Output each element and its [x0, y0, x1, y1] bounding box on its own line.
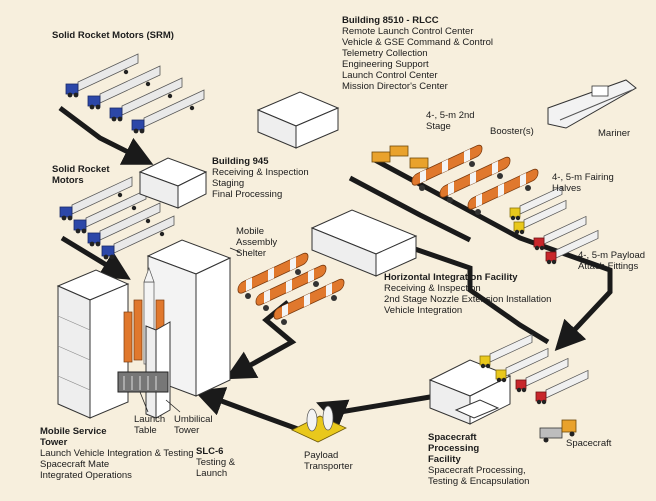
- building-8510-line: Vehicle & GSE Command & Control: [342, 37, 494, 48]
- label-mobile-service-tower: Mobile Service Tower Launch Vehicle Inte…: [40, 426, 194, 481]
- hif-line: 2nd Stage Nozzle Extension Installation: [384, 294, 552, 305]
- umbilical-tower: [145, 321, 171, 419]
- mst-line: Spacecraft Mate: [40, 459, 110, 470]
- label-spacecraft: Spacecraft: [566, 438, 612, 449]
- stage-and-booster-transporters: [371, 142, 539, 216]
- arrow-hardware-to-spf: [373, 157, 613, 351]
- label-second-stage: 4-, 5-m 2nd Stage: [426, 110, 475, 132]
- label-mariner: Mariner: [598, 128, 631, 139]
- label-spacecraft-processing: Spacecraft Processing Facility Spacecraf…: [428, 432, 529, 487]
- arrow-stage-to-hif: [348, 175, 472, 243]
- building-8510-line: Mission Director's Center: [342, 81, 448, 92]
- arrow-srm-to-mst: [60, 235, 131, 280]
- label-srm-top: Solid Rocket Motors (SRM): [52, 30, 174, 41]
- mst-line: Launch Vehicle Integration & Testing: [40, 448, 194, 459]
- label-mobile-assembly-shelter: Mobile Assembly Shelter: [236, 226, 278, 259]
- label-payload-attach: 4-, 5-m Payload Attach Fittings: [578, 250, 646, 272]
- building-8510-line: Remote Launch Control Center: [342, 26, 474, 37]
- label-umbilical-tower: Umbilical Tower: [174, 414, 213, 436]
- building-8510-title: Building 8510 - RLCC: [342, 15, 439, 26]
- slc6-line: Testing &: [196, 457, 236, 468]
- mobile-service-tower: [56, 269, 130, 419]
- slc6-title: SLC-6: [196, 446, 224, 457]
- spacecraft-processing-facility: [428, 359, 512, 425]
- building-945: [138, 157, 208, 209]
- building-945-title: Building 945: [212, 156, 269, 167]
- arrow-srm-to-bldg945: [58, 106, 154, 165]
- building-8510-line: Engineering Support: [342, 59, 429, 70]
- spf-line: Spacecraft Processing,: [428, 465, 526, 476]
- label-hif: Horizontal Integration Facility Receivin…: [384, 272, 551, 316]
- label-fairing: 4-, 5-m Fairing Halves: [552, 172, 614, 194]
- label-building-8510: Building 8510 - RLCC Remote Launch Contr…: [342, 15, 493, 92]
- building-8510: [256, 91, 340, 149]
- label-boosters: Booster(s): [490, 126, 534, 137]
- spf-line: Testing & Encapsulation: [428, 476, 530, 487]
- arrow-spf-to-transporter: [316, 393, 437, 428]
- second-stage-trucks: [371, 145, 429, 169]
- horizontal-integration-facility: [237, 209, 418, 326]
- mst-line: Integrated Operations: [40, 470, 132, 481]
- building-8510-line: Telemetry Collection: [342, 48, 428, 59]
- label-srm-mid: Solid Rocket Motors: [52, 164, 110, 186]
- mst-title: Mobile Service Tower: [40, 426, 107, 448]
- building-945-line: Receiving & Inspection: [212, 167, 309, 178]
- arrow-hif-route: [411, 245, 550, 345]
- building-8510-line: Launch Control Center: [342, 70, 438, 81]
- srm-trucks-top: [65, 53, 205, 134]
- launch-table: [117, 371, 169, 393]
- building-945-line: Staging: [212, 178, 245, 189]
- srm-truck: [65, 53, 139, 98]
- label-slc6: SLC-6 Testing & Launch: [196, 446, 235, 479]
- label-building-945: Building 945 Receiving & Inspection Stag…: [212, 156, 309, 200]
- hif-line: Vehicle Integration: [384, 305, 463, 316]
- building-945-line: Final Processing: [212, 189, 283, 200]
- spf-title: Spacecraft Processing Facility: [428, 432, 480, 465]
- label-launch-table: Launch Table: [134, 414, 166, 436]
- spacecraft-truck: [539, 419, 577, 443]
- hif-title: Horizontal Integration Facility: [384, 272, 518, 283]
- arrow-transporter-to-tower: [193, 387, 307, 435]
- leader-lines: [139, 247, 241, 413]
- hif-line: Receiving & Inspection: [384, 283, 481, 294]
- mariner-ship: [547, 79, 637, 129]
- slc6-line: Launch: [196, 468, 228, 479]
- payload-transporter-vehicle: [291, 405, 347, 443]
- label-payload-transporter: Payload Transporter: [304, 450, 353, 472]
